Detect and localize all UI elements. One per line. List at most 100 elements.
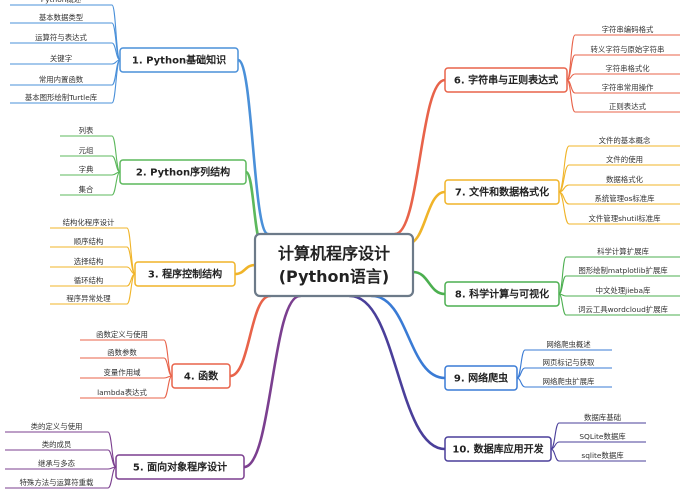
leaf-connector-b2-4 bbox=[111, 171, 121, 196]
leaf-b1-4[interactable]: 关键字 bbox=[50, 54, 72, 63]
leaf-b7-5[interactable]: 文件管理shutil标准库 bbox=[589, 214, 662, 223]
leaf-b7-1[interactable]: 文件的基本概念 bbox=[599, 136, 651, 145]
branch-node-10-label: 10. 数据库应用开发 bbox=[452, 443, 544, 456]
leaf-b9-1[interactable]: 网络爬虫概述 bbox=[546, 340, 591, 349]
branch-node-7[interactable]: 7. 文件和数据格式化 bbox=[444, 179, 560, 205]
leaf-connector-b10-3 bbox=[550, 448, 560, 462]
leaf-connector-b4-1 bbox=[163, 339, 173, 377]
leaf-b4-1[interactable]: 函数定义与使用 bbox=[96, 330, 148, 339]
leaf-b2-3[interactable]: 字典 bbox=[79, 165, 94, 174]
branch-node-1[interactable]: 1. Python基础知识 bbox=[119, 47, 239, 73]
leaf-b3-3[interactable]: 选择结构 bbox=[74, 257, 104, 266]
leaf-connector-b1-3 bbox=[111, 42, 121, 61]
branch-node-1-box bbox=[119, 47, 239, 73]
leaf-b6-2[interactable]: 转义字符与原始字符串 bbox=[591, 45, 665, 54]
branch-node-5-box bbox=[115, 454, 245, 480]
leaf-connector-b9-3 bbox=[516, 377, 526, 388]
leaf-b7-2[interactable]: 文件的使用 bbox=[606, 155, 643, 164]
connector-b6 bbox=[393, 78, 447, 236]
branch-node-9-box bbox=[444, 365, 518, 391]
leaf-b2-4[interactable]: 集合 bbox=[79, 185, 94, 194]
leaf-b5-1[interactable]: 类的定义与使用 bbox=[31, 422, 83, 431]
leaf-b4-2[interactable]: 函数参数 bbox=[107, 348, 137, 357]
leaf-b1-1[interactable]: Python概述 bbox=[41, 0, 82, 4]
leaf-b4-3[interactable]: 变量作用域 bbox=[104, 368, 142, 377]
leaf-connector-b3-5 bbox=[126, 273, 136, 305]
leaf-connector-b6-1 bbox=[566, 34, 576, 81]
center-node: 计算机程序设计 (Python语言) bbox=[253, 232, 415, 298]
leaf-b3-4[interactable]: 循环结构 bbox=[74, 276, 104, 285]
branch-node-5-label: 5. 面向对象程序设计 bbox=[133, 461, 227, 474]
connector-b3 bbox=[233, 263, 257, 276]
leaf-connector-b7-5 bbox=[558, 191, 570, 225]
leaf-b10-3[interactable]: sqlite数据库 bbox=[581, 451, 624, 460]
branch-node-6-box bbox=[444, 67, 568, 93]
branch-node-2-box bbox=[119, 159, 247, 185]
leaf-b2-2[interactable]: 元组 bbox=[79, 146, 94, 155]
leaf-connector-b4-4 bbox=[163, 375, 173, 399]
branch-node-8-label: 8. 科学计算与可视化 bbox=[455, 288, 549, 301]
leaf-b1-2[interactable]: 基本数据类型 bbox=[39, 13, 84, 22]
leaf-b8-4[interactable]: 词云工具wordcloud扩展库 bbox=[578, 305, 669, 314]
leaf-b10-1[interactable]: 数据库基础 bbox=[584, 413, 621, 422]
branch-node-2-label: 2. Python序列结构 bbox=[136, 166, 230, 179]
leaf-b2-1[interactable]: 列表 bbox=[79, 126, 94, 135]
branch-node-10[interactable]: 10. 数据库应用开发 bbox=[444, 436, 552, 462]
branch-node-3-label: 3. 程序控制结构 bbox=[148, 268, 222, 281]
leaf-b7-3[interactable]: 数据格式化 bbox=[606, 175, 644, 184]
leaf-b5-4[interactable]: 特殊方法与运算符重载 bbox=[20, 478, 95, 487]
branch-node-10-box bbox=[444, 436, 552, 462]
branch-node-8[interactable]: 8. 科学计算与可视化 bbox=[444, 281, 560, 307]
leaf-b10-2[interactable]: SQLite数据库 bbox=[579, 432, 626, 441]
leaf-b3-5[interactable]: 程序异常处理 bbox=[66, 294, 111, 303]
leaf-b6-3[interactable]: 字符串格式化 bbox=[605, 64, 650, 73]
center-title-line1: 计算机程序设计 bbox=[278, 244, 390, 263]
leaf-b3-1[interactable]: 结构化程序设计 bbox=[63, 218, 115, 227]
connector-b8 bbox=[411, 270, 447, 296]
leaf-b8-3[interactable]: 中文处理jieba库 bbox=[596, 286, 651, 295]
connector-lines bbox=[5, 4, 680, 489]
leaf-b1-3[interactable]: 运算符与表达式 bbox=[35, 33, 87, 42]
connector-b10 bbox=[348, 294, 447, 451]
connector-b4 bbox=[228, 294, 272, 378]
branch-node-5[interactable]: 5. 面向对象程序设计 bbox=[115, 454, 245, 480]
leaf-connector-b5-4 bbox=[107, 466, 117, 489]
branch-node-3[interactable]: 3. 程序控制结构 bbox=[134, 261, 236, 287]
leaf-b5-3[interactable]: 继承与多态 bbox=[38, 459, 76, 468]
leaf-b1-5[interactable]: 常用内置函数 bbox=[39, 75, 84, 84]
leaf-connector-b3-2 bbox=[126, 246, 136, 275]
branch-node-6[interactable]: 6. 字符串与正则表达式 bbox=[444, 67, 568, 93]
leaf-connector-b8-1 bbox=[558, 256, 567, 295]
leaf-connector-b2-1 bbox=[111, 135, 121, 173]
leaf-connector-b4-2 bbox=[163, 357, 173, 377]
connector-b5 bbox=[242, 294, 302, 469]
branch-node-9-label: 9. 网络爬虫 bbox=[454, 372, 508, 385]
branch-node-7-label: 7. 文件和数据格式化 bbox=[455, 186, 549, 199]
leaf-b6-4[interactable]: 字符串常用操作 bbox=[602, 83, 654, 92]
branch-node-2[interactable]: 2. Python序列结构 bbox=[119, 159, 247, 185]
branch-node-7-box bbox=[444, 179, 560, 205]
leaf-connector-b5-1 bbox=[107, 431, 117, 468]
leaf-b6-1[interactable]: 字符串编码格式 bbox=[602, 25, 654, 34]
leaf-b3-2[interactable]: 顺序结构 bbox=[74, 237, 104, 246]
leaf-b6-5[interactable]: 正则表达式 bbox=[609, 102, 647, 111]
leaf-b5-2[interactable]: 类的成员 bbox=[42, 440, 72, 449]
leaf-b1-6[interactable]: 基本图形绘制Turtle库 bbox=[25, 93, 98, 102]
leaf-b8-1[interactable]: 科学计算扩展库 bbox=[597, 247, 649, 256]
center-node-box bbox=[253, 232, 415, 298]
leaf-b7-4[interactable]: 系统管理os标准库 bbox=[594, 194, 655, 203]
leaf-connector-b6-5 bbox=[566, 79, 576, 113]
branch-node-4[interactable]: 4. 函数 bbox=[171, 363, 231, 389]
leaf-b9-2[interactable]: 网页标记与获取 bbox=[543, 358, 595, 367]
branch-node-4-box bbox=[171, 363, 231, 389]
leaf-b8-2[interactable]: 图形绘制matplotlib扩展库 bbox=[578, 266, 668, 275]
leaf-connector-b8-4 bbox=[558, 293, 567, 316]
leaf-b4-4[interactable]: lambda表达式 bbox=[97, 388, 147, 397]
branch-node-1-label: 1. Python基础知识 bbox=[132, 54, 226, 67]
leaf-b9-3[interactable]: 网络爬虫扩展库 bbox=[543, 377, 595, 386]
branch-node-9[interactable]: 9. 网络爬虫 bbox=[444, 365, 518, 391]
connector-b1 bbox=[236, 58, 270, 236]
branch-node-8-box bbox=[444, 281, 560, 307]
